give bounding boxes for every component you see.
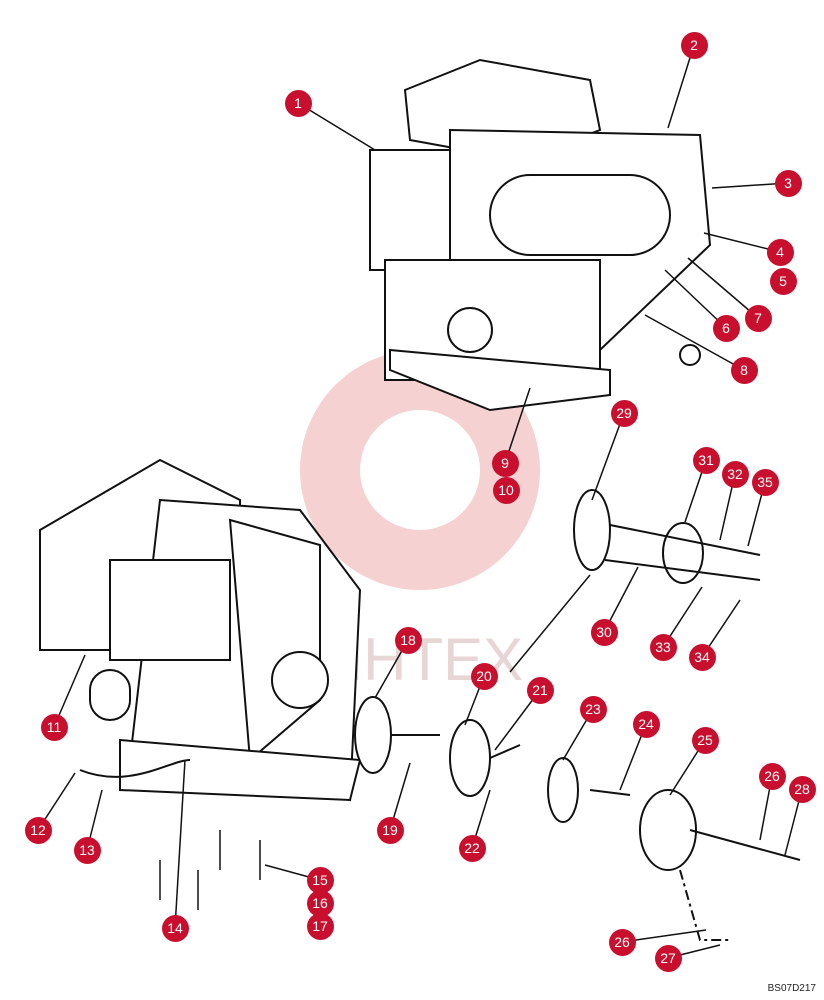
callout-21: 21	[526, 676, 554, 704]
callout-2: 2	[680, 31, 708, 59]
callout-15: 15	[306, 866, 334, 894]
coupling-set-upper	[573, 489, 761, 584]
watermark-gear-icon	[300, 350, 540, 590]
callout-7: 7	[744, 304, 772, 332]
callout-1: 1	[284, 89, 312, 117]
callout-29: 29	[610, 399, 638, 427]
callout-19: 19	[376, 816, 404, 844]
callout-4: 4	[766, 238, 794, 266]
callout-33: 33	[649, 633, 677, 661]
callout-17: 17	[306, 912, 334, 940]
callout-28: 28	[788, 775, 816, 803]
callout-8: 8	[730, 356, 758, 384]
callout-3: 3	[774, 169, 802, 197]
callout-25: 25	[691, 726, 719, 754]
callout-14: 14	[161, 914, 189, 942]
engine-assembly-bottom	[39, 458, 362, 802]
bolt-set	[159, 830, 261, 910]
callout-26-lower: 26	[608, 928, 636, 956]
drawing-reference-code: BS07D217	[767, 983, 816, 994]
callout-27-lower: 27	[654, 944, 682, 972]
callout-31: 31	[692, 446, 720, 474]
callout-20: 20	[470, 662, 498, 690]
callout-26: 26	[758, 762, 786, 790]
callout-13: 13	[73, 836, 101, 864]
callout-34: 34	[688, 643, 716, 671]
callout-22: 22	[458, 834, 486, 862]
callout-9: 9	[491, 449, 519, 477]
callout-35: 35	[751, 468, 779, 496]
callout-30: 30	[590, 618, 618, 646]
callout-5: 5	[769, 267, 797, 295]
callout-16: 16	[306, 889, 334, 917]
callout-23: 23	[579, 695, 607, 723]
engine-assembly-top	[369, 58, 712, 412]
coupling-set-lower	[354, 696, 801, 941]
callout-6: 6	[712, 314, 740, 342]
callout-18: 18	[394, 626, 422, 654]
callout-24: 24	[632, 710, 660, 738]
callout-12: 12	[24, 816, 52, 844]
callout-11: 11	[40, 713, 68, 741]
callout-32: 32	[721, 460, 749, 488]
callout-10: 10	[492, 476, 520, 504]
